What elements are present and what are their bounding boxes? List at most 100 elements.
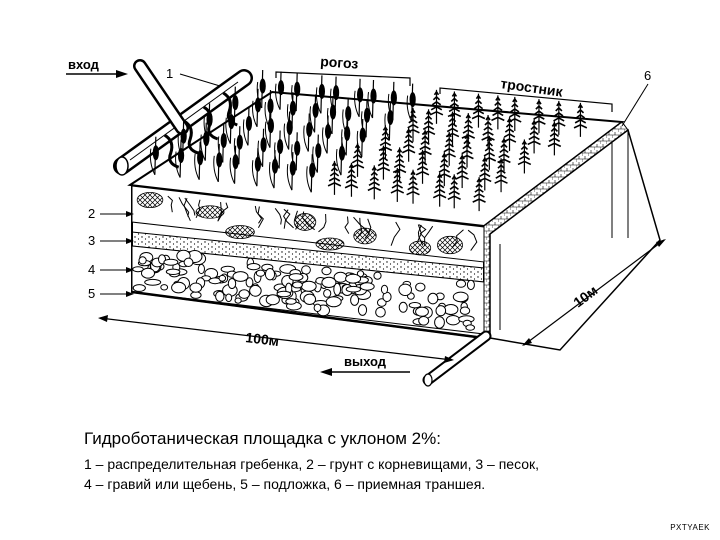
wetland-diagram: вход 1 рогоз тростник 6 2 3 4 5 100м 10м… (66, 53, 666, 387)
cattail-plant (233, 126, 243, 165)
cattail-label: рогоз (320, 53, 359, 72)
gravel-stone (183, 257, 194, 267)
gravel-stone (445, 315, 461, 326)
gravel-stone (132, 284, 146, 292)
gravel-stone (455, 279, 467, 288)
cattail-plant (203, 103, 213, 142)
liner-layer (131, 290, 485, 340)
cattail-plant (194, 141, 204, 180)
gravel-stone (190, 291, 202, 299)
gravel-stone (245, 277, 254, 288)
rhizome-root (195, 199, 201, 219)
cattail-plant (303, 113, 313, 152)
gravel-stone (238, 289, 250, 299)
gravel-stone (141, 267, 155, 279)
reed-plant (378, 125, 393, 160)
collection-trench (489, 128, 661, 351)
rhizome-root (390, 221, 401, 246)
gravel-stone (357, 304, 368, 316)
reed-plant (421, 109, 436, 144)
rhizome-root (184, 197, 196, 216)
label-5: 5 (88, 286, 95, 301)
comb-branch (183, 119, 199, 155)
rhizome-root (451, 229, 464, 248)
cattail-plant (387, 81, 397, 121)
gravel-stone (459, 306, 471, 315)
rhizome-root (364, 218, 372, 239)
reed-plant (481, 115, 495, 150)
watermark: PXTYAEK (670, 523, 710, 532)
rhizome-root (257, 206, 264, 228)
rhizome-root (254, 205, 263, 224)
outlet-label: выход (344, 354, 387, 369)
gravel-stone (276, 290, 292, 298)
rhizome-roots (167, 195, 478, 251)
gravel-stone (359, 282, 375, 291)
root-clump (437, 235, 463, 255)
gravel-stone (234, 297, 242, 304)
gravel-stone (301, 265, 311, 275)
cattail-plant (229, 86, 239, 125)
gravel-stone (434, 316, 445, 329)
reed-plant (327, 160, 342, 195)
length-label: 100м (245, 329, 280, 349)
reed-plant (573, 102, 588, 137)
root-clump (225, 225, 255, 239)
length-dimension: 100м (98, 315, 454, 363)
cattail-plant (200, 122, 210, 161)
reed-plant (461, 113, 476, 148)
gravel-stone (345, 285, 362, 293)
gravel-stone (163, 258, 179, 266)
root-clump (408, 240, 432, 256)
cattail-plant (367, 80, 377, 119)
label-1: 1 (166, 66, 173, 81)
reed-plant (552, 100, 566, 135)
gravel-stone (323, 289, 332, 298)
gravel-stone (466, 279, 475, 291)
reed-plant (429, 89, 444, 124)
gravel-stone (249, 284, 262, 297)
figure-caption: Гидроботаническая площадка с уклоном 2%:… (84, 428, 704, 494)
reed-plant (527, 119, 541, 154)
gravel-stone (160, 284, 169, 291)
gravel-stone (418, 316, 430, 326)
reed-plant (406, 169, 420, 204)
caption-legend-line-2: 4 – гравий или щебень, 5 – подложка, 6 –… (84, 476, 486, 492)
reed-plant (508, 96, 522, 131)
rhizome-root (344, 216, 350, 234)
gravel-stone (415, 306, 429, 317)
gravel-stone (380, 284, 389, 295)
cattail-plant (257, 128, 267, 167)
gravel-stone (398, 301, 408, 313)
root-clump (136, 191, 164, 209)
root-clumps (136, 191, 463, 256)
cattail-plant (342, 97, 352, 136)
gravel-stone (350, 294, 360, 306)
reed-plant (367, 165, 382, 200)
gravel-stone (427, 292, 439, 305)
gravel-stone (465, 324, 476, 331)
gravel-stone (165, 268, 181, 275)
label-6: 6 (644, 68, 651, 83)
reed-plant (517, 139, 532, 174)
gravel-stone (313, 303, 322, 312)
rhizome-root (467, 229, 478, 251)
gravel-stone (138, 256, 147, 265)
label-2: 2 (88, 206, 95, 221)
inlet-label: вход (68, 57, 100, 72)
reed-plant (350, 142, 365, 177)
reed-plant (471, 93, 486, 128)
gravel-stone (325, 296, 342, 308)
cattail-plant (275, 71, 285, 110)
gravel-stone (215, 290, 225, 302)
rhizome-root (274, 208, 282, 225)
rhizome-root (417, 224, 422, 242)
rhizome-root (294, 210, 299, 230)
gravel-stone (408, 302, 422, 309)
gravel-stone (288, 273, 304, 281)
cattail-plant (315, 75, 326, 114)
gravel-stone (452, 291, 469, 303)
cattail-plant (330, 76, 340, 115)
layer-labels: 2 3 4 5 (88, 206, 134, 301)
gravel-stone (225, 293, 233, 303)
